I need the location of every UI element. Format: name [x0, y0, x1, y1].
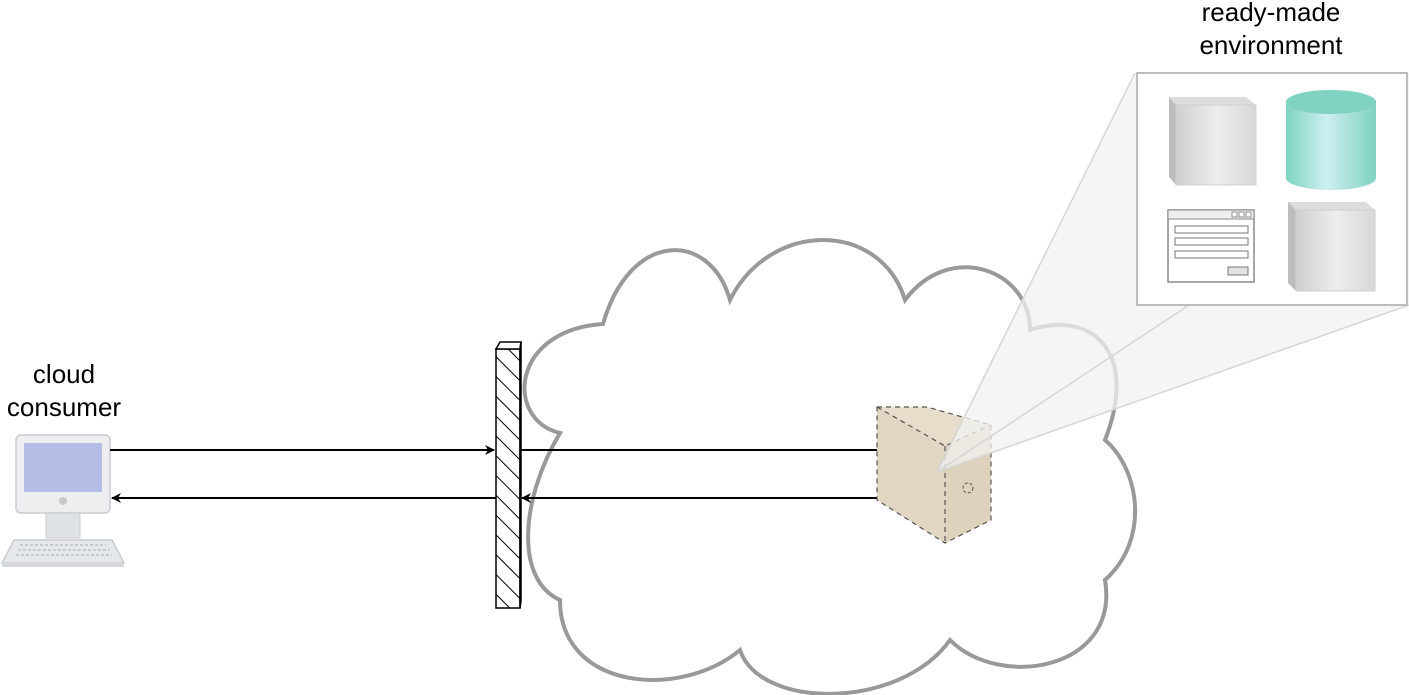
- ready-made-environment-label-line2: environment: [1199, 30, 1343, 60]
- cloud-consumer-label-line1: cloud: [32, 359, 96, 389]
- callout-beam-edge: [936, 72, 1136, 473]
- virtual-server-icon: [1288, 202, 1376, 292]
- cloud-consumer-label-line2: consumer: [6, 392, 122, 422]
- virtual-server-icon: [1169, 97, 1257, 186]
- computer-icon: [0, 434, 126, 567]
- ready-made-environment-label: ready-made environment: [1170, 0, 1372, 62]
- firewall-icon: [494, 341, 522, 609]
- ready-made-environment-label-line1: ready-made: [1201, 0, 1341, 27]
- database-icon: [1286, 90, 1376, 190]
- callout-beam-edge: [936, 304, 1190, 473]
- cloud-consumer-label: cloud consumer: [0, 358, 132, 424]
- application-window-icon: [1167, 209, 1255, 283]
- cloud-shape: [522, 238, 1137, 695]
- callout-beam-edge: [936, 304, 1409, 473]
